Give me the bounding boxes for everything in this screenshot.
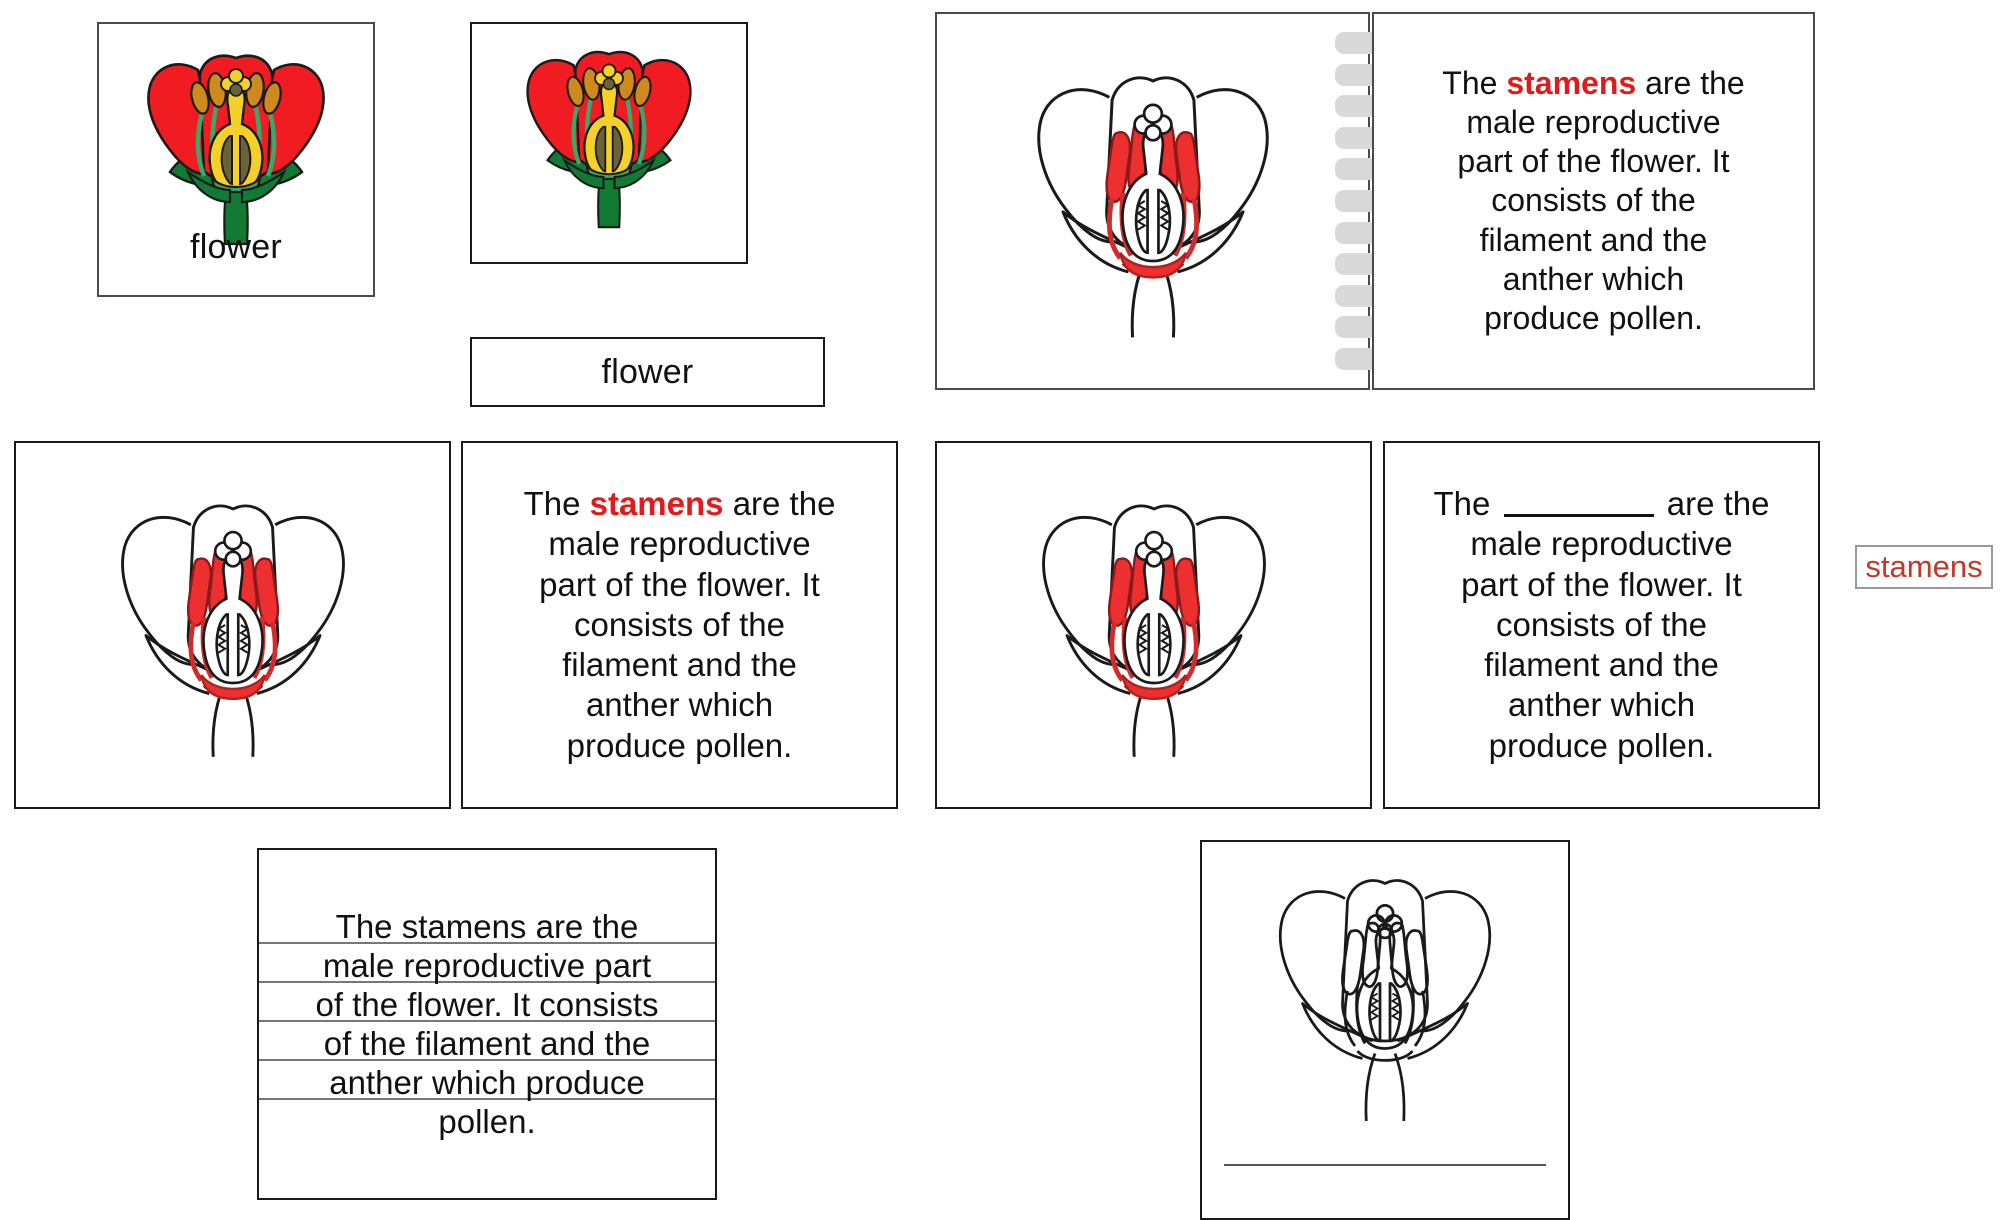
- write-line[interactable]: [1224, 1164, 1546, 1166]
- answer-chip-stamens[interactable]: stamens: [1855, 545, 1993, 589]
- blank-definition-line2: male reproductive: [1470, 525, 1733, 563]
- outline-flower-plain-icon: [1235, 856, 1535, 1131]
- definition-text: The stamens are the male reproductive pa…: [498, 484, 862, 766]
- answer-chip-label: stamens: [1865, 549, 1983, 584]
- booklet[interactable]: The stamens are the male reproductive pa…: [935, 12, 1815, 390]
- outline-flower-stamens-highlighted-icon: [88, 480, 378, 770]
- ruled-keyword: stamens: [401, 908, 527, 945]
- spiral-binding-icon: [1335, 32, 1379, 370]
- ruled-text-line-6: pollen.: [438, 1103, 536, 1140]
- rule-line: [259, 1020, 715, 1022]
- definition-line5: filament and the: [562, 646, 797, 684]
- ruled-lines-group: The stamens are the male reproductive pa…: [259, 850, 715, 1198]
- picture-label-card[interactable]: flower: [97, 22, 375, 297]
- blank-definition-lead: The: [1433, 485, 1491, 523]
- definition-line7: produce pollen.: [1484, 299, 1703, 336]
- label-card-label: flower: [601, 352, 694, 391]
- blank-definition-text: The are the male reproductive part of th…: [1408, 484, 1796, 766]
- picture-label-card-label: flower: [190, 228, 282, 266]
- definition-line6: anther which: [585, 686, 774, 724]
- outline-flower-stamens-highlighted-icon: [1009, 480, 1299, 770]
- definition-picture-card[interactable]: [14, 441, 451, 809]
- ruled-text-line-1: The stamens are the: [259, 910, 715, 943]
- picture-card[interactable]: [470, 22, 748, 264]
- blank-definition-line6: anther which: [1507, 686, 1696, 724]
- rule-line: [259, 1059, 715, 1061]
- definition-rest1: are the: [732, 485, 836, 523]
- ruled-rest1: are the: [535, 908, 639, 945]
- definition-line5: filament and the: [1479, 221, 1708, 258]
- ruled-text-line-2: male reproductive part: [322, 947, 652, 984]
- blank-definition-line4: consists of the: [1496, 605, 1707, 643]
- blank-definition-line3: part of the flower. It: [1461, 565, 1742, 603]
- rule-line: [259, 981, 715, 983]
- color-flower-diagram-icon: [126, 32, 346, 247]
- blank-definition-line7: produce pollen.: [1488, 726, 1715, 764]
- blank-definition-text-card[interactable]: The are the male reproductive part of th…: [1383, 441, 1820, 809]
- definition-lead: The: [523, 485, 581, 523]
- booklet-left-page[interactable]: [935, 12, 1370, 390]
- ruled-text-line-4: of the filament and the: [323, 1025, 651, 1062]
- definition-keyword: stamens: [1506, 65, 1637, 102]
- definition-line4: consists of the: [574, 605, 785, 643]
- definition-keyword: stamens: [589, 485, 724, 523]
- fill-in-blank[interactable]: [1503, 514, 1654, 518]
- color-flower-diagram-icon: [507, 30, 712, 230]
- definition-line2: male reproductive: [1466, 104, 1721, 141]
- blank-definition-rest1: are the: [1666, 485, 1770, 523]
- ruled-writing-card[interactable]: The stamens are the male reproductive pa…: [257, 848, 717, 1200]
- definition-lead: The: [1442, 65, 1498, 102]
- definition-rest1: are the: [1645, 65, 1745, 102]
- definition-line6: anther which: [1502, 260, 1685, 297]
- definition-line4: consists of the: [1491, 182, 1696, 219]
- booklet-right-page[interactable]: The stamens are the male reproductive pa…: [1372, 12, 1815, 390]
- definition-line3: part of the flower. It: [1457, 143, 1730, 180]
- blank-booklet-page[interactable]: [1200, 840, 1570, 1220]
- label-card[interactable]: flower: [470, 337, 825, 407]
- rule-line: [259, 1098, 715, 1100]
- definition-text-card[interactable]: The stamens are the male reproductive pa…: [461, 441, 898, 809]
- ruled-text-line-5: anther which produce: [329, 1064, 645, 1101]
- outline-flower-stamens-highlighted-icon: [1003, 51, 1303, 351]
- blank-definition-picture-card[interactable]: [935, 441, 1372, 809]
- ruled-lead: The: [335, 908, 393, 945]
- booklet-definition-text: The stamens are the male reproductive pa…: [1416, 64, 1770, 337]
- blank-definition-line5: filament and the: [1484, 646, 1719, 684]
- rule-line: [259, 942, 715, 944]
- definition-line2: male reproductive: [548, 525, 811, 563]
- definition-line3: part of the flower. It: [539, 565, 820, 603]
- ruled-text-line-3: of the flower. It consists: [315, 986, 659, 1023]
- definition-line7: produce pollen.: [566, 726, 793, 764]
